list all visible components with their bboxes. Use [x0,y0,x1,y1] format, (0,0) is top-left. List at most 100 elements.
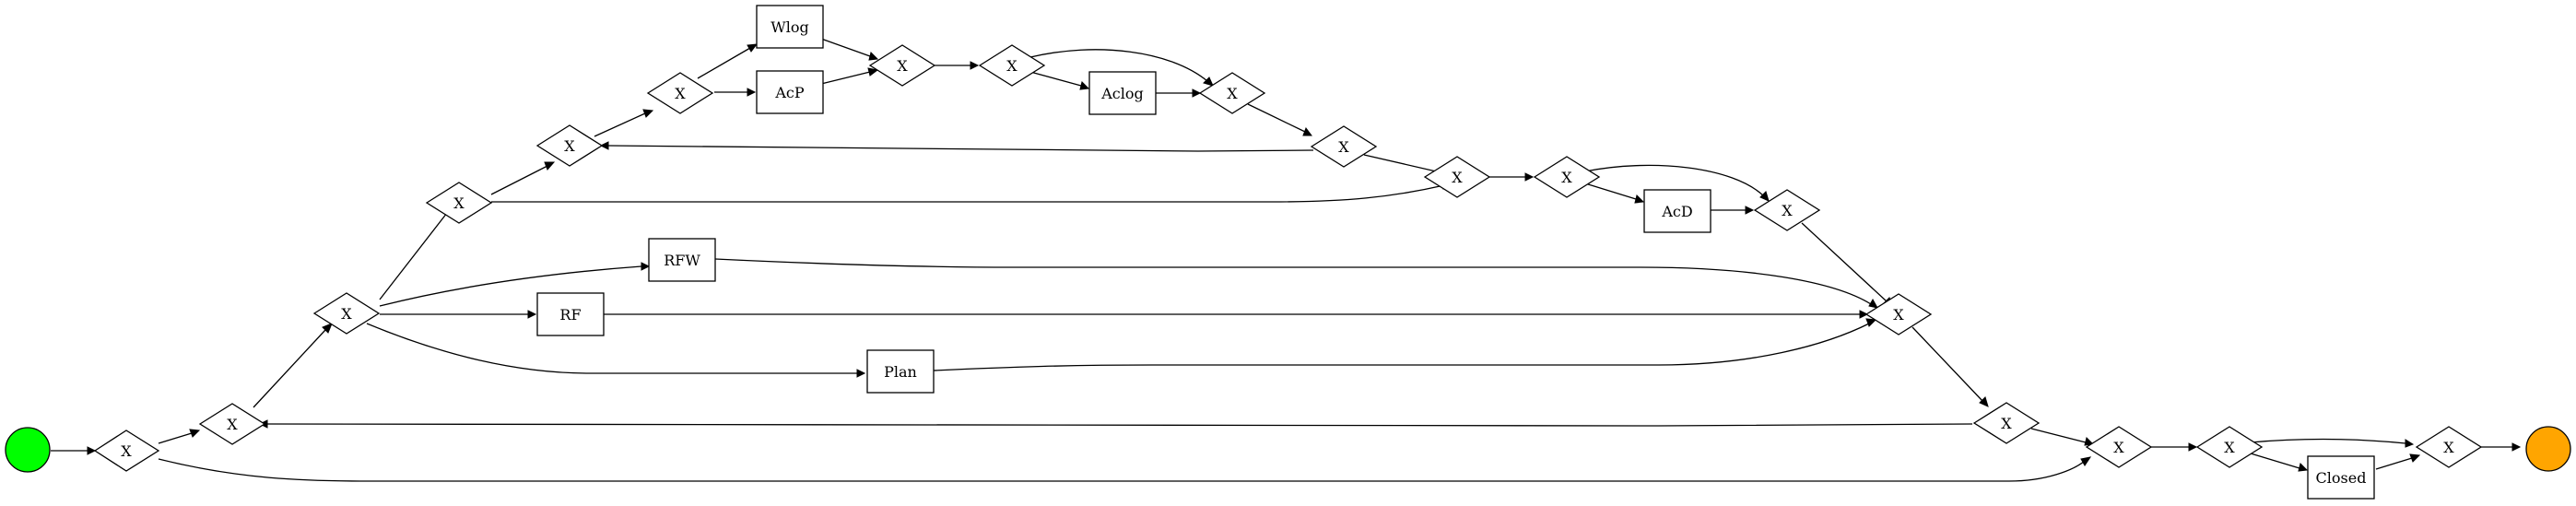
gateway-shape [1198,72,1266,114]
gateway-label: X [2443,439,2454,456]
edge-g13-to-g14 [1801,222,1888,302]
task-label: RFW [664,252,700,269]
gateway-12[interactable]: X [1533,156,1601,198]
gateway-label: X [1227,85,1238,102]
gateway-shape [425,182,493,224]
task-label: Wlog [770,18,808,36]
edge-g9-to-g10 [1247,103,1306,133]
edge-g2-to-g3 [253,329,326,408]
arrowhead [189,429,201,438]
gateway-14[interactable]: X [1864,293,1933,335]
task-label: AcP [774,84,805,101]
gateway-11[interactable]: X [1423,156,1491,198]
edge-g12-to-acd [1584,182,1637,200]
task-acd[interactable]: AcD [1643,189,1711,233]
gateway-15[interactable]: X [1972,402,2041,444]
gateway-label: X [341,305,352,323]
arrowhead [1203,76,1214,87]
gateway-shape [2085,426,2153,468]
task-box [866,349,935,394]
task-box [648,238,716,282]
gateway-10[interactable]: X [1310,125,1378,168]
gateway-label: X [2001,415,2012,432]
gateway-17[interactable]: X [2195,426,2264,468]
arrowhead [1302,126,1312,136]
arrowhead [1759,191,1770,202]
edge-g4-to-g5 [490,165,548,195]
edge-g1-to-g2 [158,432,193,444]
arrowhead [1524,172,1535,182]
edge-plan-to-g14 [933,323,1870,371]
gateway-label: X [227,416,238,433]
arrowhead [747,88,757,97]
gateway-label: X [1338,138,1349,156]
arrowhead [2405,439,2415,448]
arrowhead [641,262,651,271]
gateway-label: X [453,194,465,212]
arrowhead [2298,463,2309,472]
edge-g12-to-g13 [1584,164,1765,197]
arrowhead [322,323,333,334]
gateway-label: X [1561,169,1572,186]
gateway-shape [1753,189,1821,231]
arrowhead [544,161,556,171]
task-acp[interactable]: AcP [756,70,824,114]
arrowhead [1634,194,1645,204]
arrowhead [599,141,609,150]
arrowhead [2080,456,2092,466]
task-rf[interactable]: RF [536,292,605,336]
gateway-1[interactable]: X [93,430,160,472]
gateway-label: X [897,57,908,75]
gateway-label: X [1452,169,1463,186]
gateway-shape [93,430,160,472]
gateway-4[interactable]: X [425,182,493,224]
gateway-shape [978,44,1046,87]
arrowhead [1745,206,1755,215]
gateway-shape [646,72,714,114]
gateway-13[interactable]: X [1753,189,1821,231]
gateway-label: X [2224,439,2235,456]
task-rfw[interactable]: RFW [648,238,716,282]
task-aclog[interactable]: Aclog [1088,71,1157,115]
gateway-5[interactable]: X [535,124,604,167]
gateway-shape [868,44,936,87]
edge-g14-to-g15 [1911,326,1983,402]
gateway-9[interactable]: X [1198,72,1266,114]
gateway-7[interactable]: X [868,44,936,87]
end-event[interactable] [2525,426,2571,472]
arrowhead [970,61,980,70]
gateway-6[interactable]: X [646,72,714,114]
arrowhead [868,52,879,61]
edge-wlog-to-g7 [820,38,871,57]
task-plan[interactable]: Plan [866,349,935,394]
nodes: X X X X X X Wlog [5,5,2571,500]
gateway-8[interactable]: X [978,44,1046,87]
task-box [2307,455,2375,500]
arrowhead [867,67,879,76]
task-box [756,5,824,49]
gateway-label: X [1893,306,1904,324]
arrowhead [2084,437,2095,446]
edge-g5-to-g6 [594,112,646,137]
start-event[interactable] [5,427,51,473]
task-label: AcD [1661,203,1692,220]
gateway-3[interactable]: X [312,292,381,335]
edge-g15-to-g2 [266,423,1973,427]
edges [51,38,2522,482]
gateway-16[interactable]: X [2085,426,2153,468]
gateway-18[interactable]: X [2415,426,2483,468]
arrowhead [1865,318,1877,327]
gateway-2[interactable]: X [198,403,266,445]
task-closed[interactable]: Closed [2307,455,2375,500]
task-label: Closed [2316,469,2367,487]
edge-g3-to-g4 [379,212,448,300]
task-label: RF [559,306,581,324]
edge-closed-to-g18 [2375,457,2413,470]
gateway-shape [312,292,381,335]
arrowhead [642,109,654,118]
edge-g8-to-g9 [1029,49,1208,82]
gateway-shape [1864,293,1933,335]
task-wlog[interactable]: Wlog [756,5,824,49]
gateway-shape [535,124,604,167]
